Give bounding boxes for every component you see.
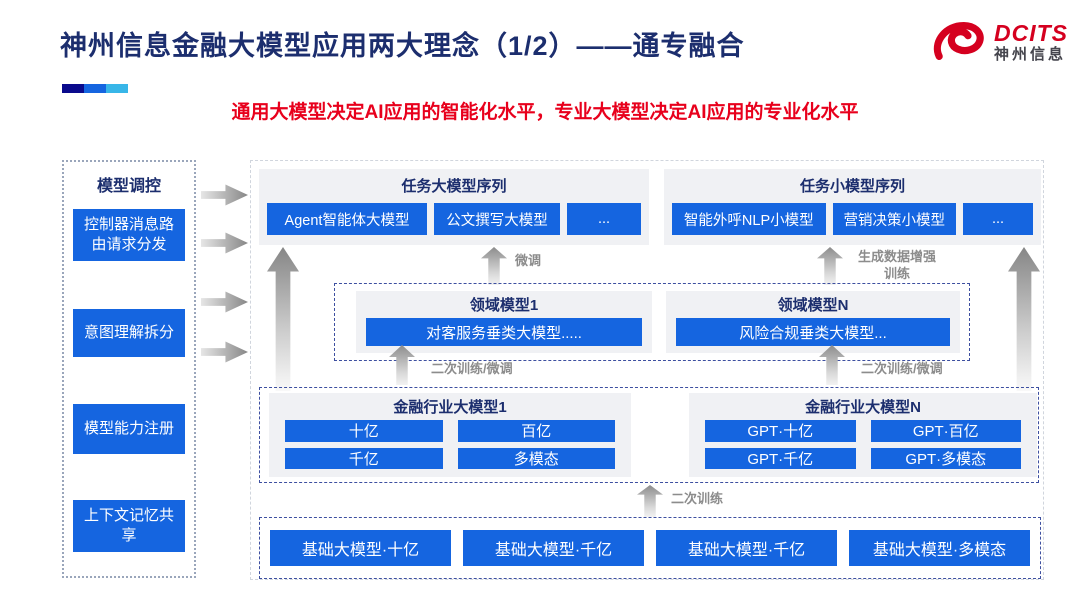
secondary-training-label: 二次训练 xyxy=(671,491,724,506)
domain-model-1-panel: 领域模型1 对客服务垂类大模型..... xyxy=(356,291,652,353)
secondary-finetune-label: 二次训练/微调 xyxy=(861,361,943,376)
logo-text-cn: 神州信息 xyxy=(994,46,1067,64)
flow-arrow-up-tall-icon xyxy=(267,247,299,391)
industry-models-group xyxy=(259,387,1039,483)
node-task-large-more: ... xyxy=(567,203,641,235)
page-title: 神州信息金融大模型应用两大理念（1/2）——通专融合 xyxy=(60,31,745,61)
base-models-group: 基础大模型·十亿 基础大模型·千亿 基础大模型·千亿 基础大模型·多模态 xyxy=(259,517,1041,579)
node-risk-compliance-vertical-model: 风险合规垂类大模型... xyxy=(676,318,950,346)
node-ten-billion: 百亿 xyxy=(457,420,615,442)
flow-arrow-right-icon xyxy=(201,341,248,363)
gen-data-training-label: 生成数据增强 训练 xyxy=(857,249,936,281)
model-control-sidebar: 模型调控 控制器消息路 由请求分发 意图理解拆分 模型能力注册 上下文记忆共 享 xyxy=(62,160,196,578)
flow-arrow-right-icon xyxy=(201,232,248,254)
industry-model-n-title: 金融行业大模型N xyxy=(805,399,921,416)
node-billion: 十亿 xyxy=(285,420,443,442)
node-base-model-hundred-billion: 基础大模型·千亿 xyxy=(463,530,644,566)
accent-bar-segment xyxy=(84,84,106,93)
finetune-label: 微调 xyxy=(515,253,542,268)
dcits-swirl-icon xyxy=(933,22,984,61)
task-large-model-panel: 任务大模型序列 Agent智能体大模型 公文撰写大模型 ... xyxy=(259,169,649,245)
logo-text-en: DCITS xyxy=(994,20,1068,47)
flow-arrow-up-icon xyxy=(637,485,663,517)
node-gpt-billion: GPT·十亿 xyxy=(705,420,856,442)
task-large-model-title: 任务大模型序列 xyxy=(401,178,507,195)
node-customer-service-vertical-model: 对客服务垂类大模型..... xyxy=(366,318,642,346)
node-outbound-nlp-model: 智能外呼NLP小模型 xyxy=(672,203,826,235)
flow-arrow-up-icon xyxy=(481,247,507,285)
node-task-small-more: ... xyxy=(963,203,1033,235)
industry-model-1-title: 金融行业大模型1 xyxy=(393,399,507,416)
node-document-writing-model: 公文撰写大模型 xyxy=(434,203,560,235)
flow-arrow-up-icon xyxy=(817,247,843,285)
flow-arrow-up-tall-icon xyxy=(1008,247,1040,391)
node-hundred-billion: 千亿 xyxy=(285,447,443,469)
sidebar-item-intent-split: 意图理解拆分 xyxy=(73,309,185,357)
architecture-diagram: 任务大模型序列 Agent智能体大模型 公文撰写大模型 ... 任务小模型序列 … xyxy=(250,160,1044,580)
domain-model-1-title: 领域模型1 xyxy=(469,297,539,314)
slide-subtitle: 通用大模型决定AI应用的智能化水平，专业大模型决定AI应用的专业化水平 xyxy=(231,102,859,123)
node-base-model-hundred-billion-2: 基础大模型·千亿 xyxy=(656,530,837,566)
accent-bar-segment xyxy=(62,84,84,93)
node-base-model-billion: 基础大模型·十亿 xyxy=(270,530,451,566)
sidebar-item-context-memory: 上下文记忆共 享 xyxy=(73,500,185,552)
node-gpt-hundred-billion: GPT·千亿 xyxy=(705,447,856,469)
domain-model-n-panel: 领域模型N 风险合规垂类大模型... xyxy=(666,291,960,353)
sidebar-item-capability-register: 模型能力注册 xyxy=(73,404,185,454)
node-agent-large-model: Agent智能体大模型 xyxy=(267,203,427,235)
industry-model-1-panel: 金融行业大模型1 十亿 百亿 千亿 多模态 xyxy=(269,393,631,477)
sidebar-title: 模型调控 xyxy=(96,178,161,195)
accent-bar-segment xyxy=(106,84,128,93)
company-logo: DCITS 神州信息 xyxy=(932,18,1068,66)
task-small-model-panel: 任务小模型序列 智能外呼NLP小模型 营销决策小模型 ... xyxy=(664,169,1041,245)
node-marketing-decision-model: 营销决策小模型 xyxy=(832,203,957,235)
sidebar-item-router-dispatch: 控制器消息路 由请求分发 xyxy=(73,209,185,261)
domain-models-group xyxy=(334,283,970,361)
node-gpt-multimodal: GPT·多模态 xyxy=(870,447,1021,469)
domain-model-n-title: 领域模型N xyxy=(777,297,849,314)
accent-bar xyxy=(62,84,128,93)
industry-model-n-panel: 金融行业大模型N GPT·十亿 GPT·百亿 GPT·千亿 GPT·多模态 xyxy=(689,393,1037,477)
task-small-model-title: 任务小模型序列 xyxy=(799,178,905,195)
node-base-model-multimodal: 基础大模型·多模态 xyxy=(849,530,1030,566)
node-multimodal: 多模态 xyxy=(457,447,615,469)
node-gpt-ten-billion: GPT·百亿 xyxy=(870,420,1021,442)
secondary-finetune-label: 二次训练/微调 xyxy=(431,361,513,376)
flow-arrow-right-icon xyxy=(201,291,248,313)
flow-arrow-right-icon xyxy=(201,184,248,206)
